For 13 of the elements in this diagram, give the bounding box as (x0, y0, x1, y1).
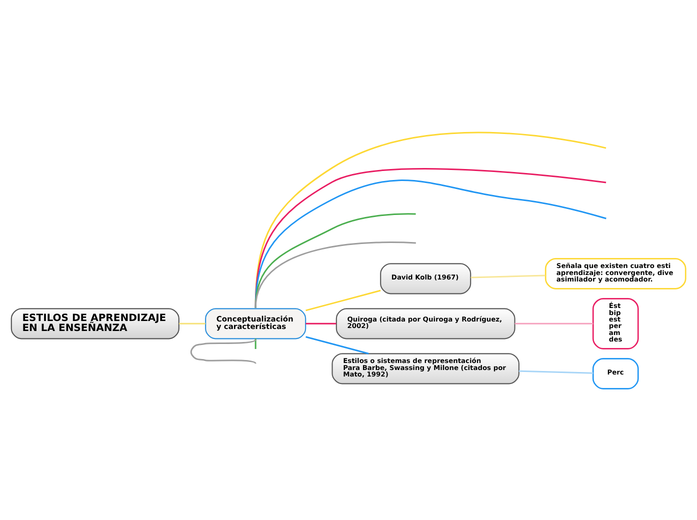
connector (254, 131, 606, 308)
connector (306, 289, 381, 311)
connector (518, 370, 594, 374)
connector (470, 274, 546, 278)
connector (190, 338, 256, 364)
connector (254, 338, 256, 348)
connector (254, 212, 416, 308)
node-box: Conceptualización y características (205, 308, 306, 339)
connector (306, 322, 336, 324)
connector (254, 241, 416, 308)
node-box: ESTILOS DE APRENDIZAJE EN LA ENSEÑANZA (10, 308, 180, 339)
connector (514, 322, 594, 324)
connector (179, 322, 206, 324)
